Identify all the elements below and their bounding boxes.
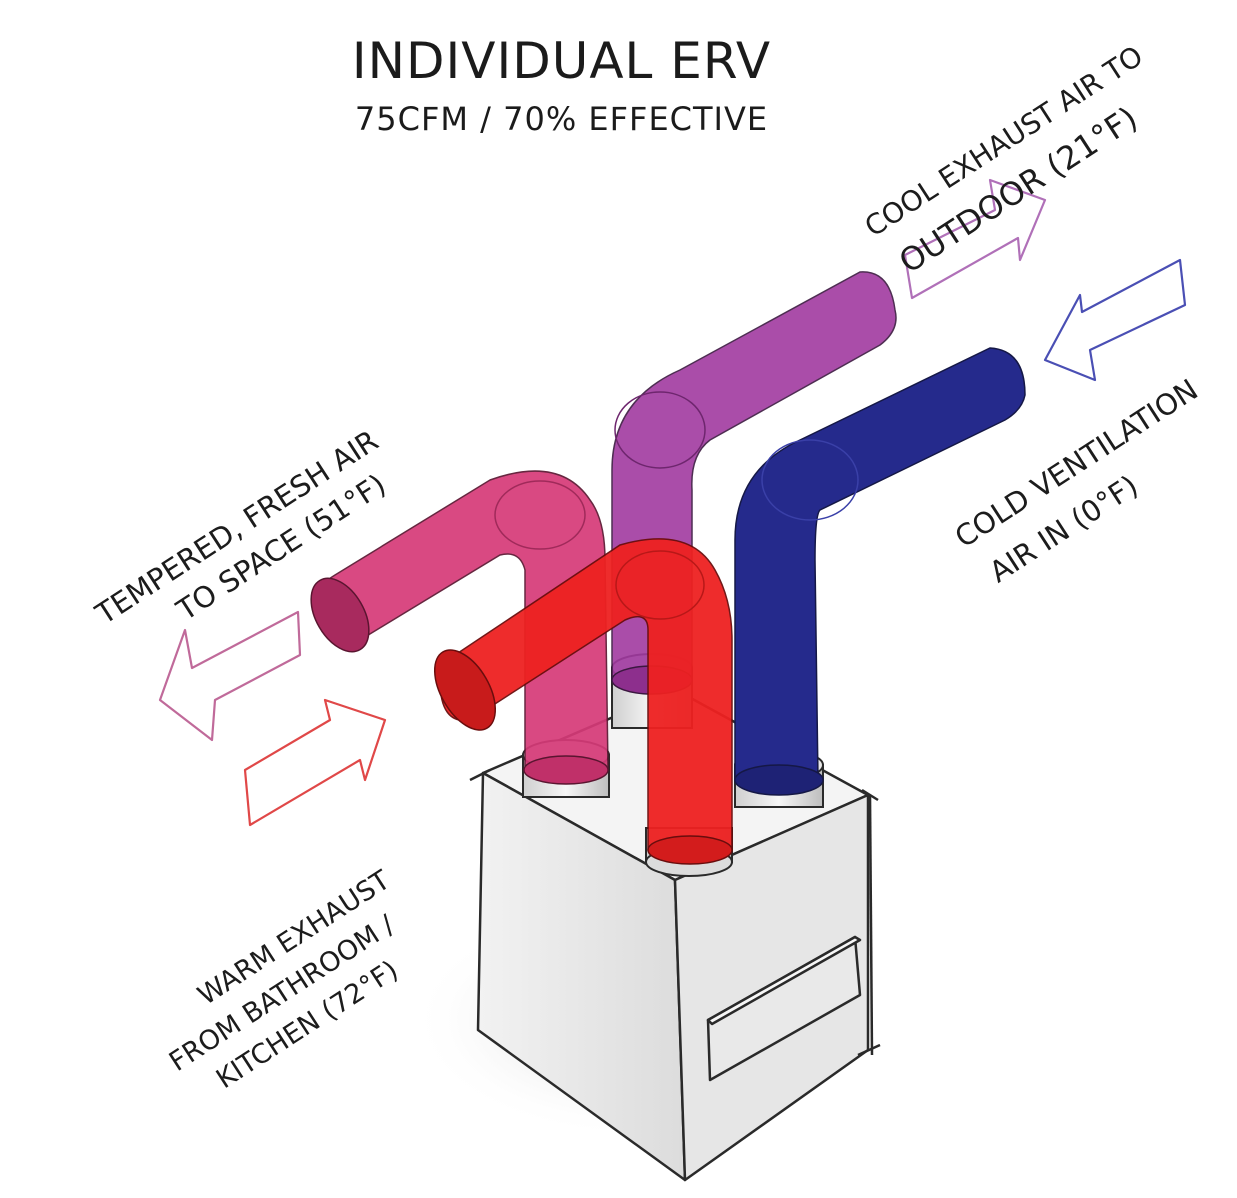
arrow-tempered-out (158, 610, 302, 742)
diagram-title: INDIVIDUAL ERV (351, 32, 772, 90)
duct-tempered-supply (310, 470, 609, 785)
arrow-cold-in (1043, 258, 1187, 382)
diagram-subtitle: 75CFM / 70% EFFECTIVE (354, 100, 769, 138)
arrow-warm-in (243, 698, 387, 827)
erv-unit-box (469, 688, 881, 1182)
duct-warm-exhaust (433, 538, 733, 865)
duct-cold-ventilation (734, 347, 1026, 796)
arrow-cool-out (903, 178, 1047, 300)
